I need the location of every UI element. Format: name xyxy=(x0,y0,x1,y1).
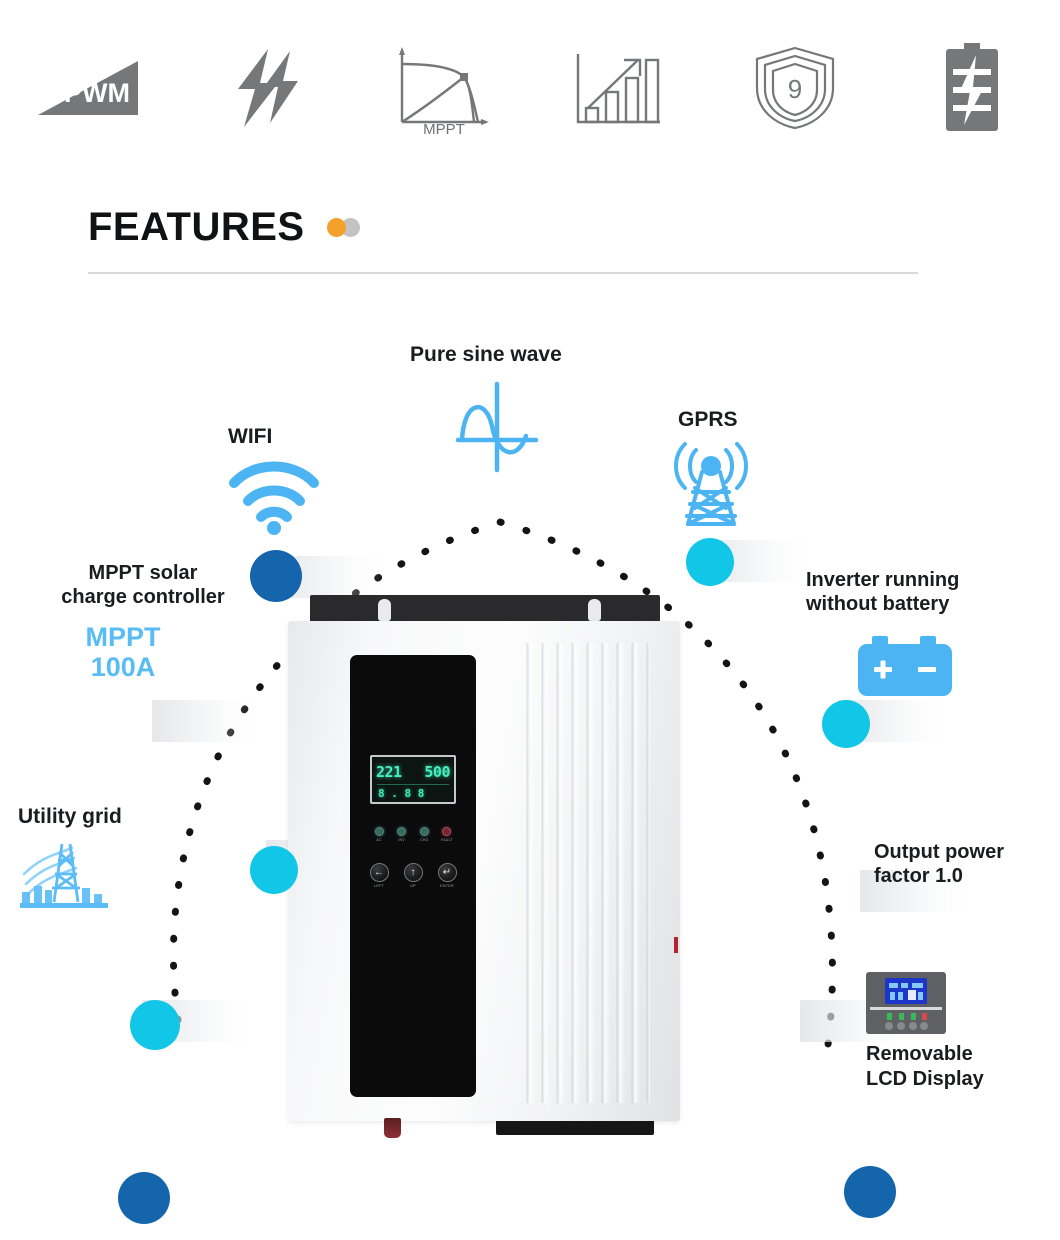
shield-9-icon-number: 9 xyxy=(788,74,802,104)
lcd-primary-row: 221 500 xyxy=(376,762,450,782)
side-red-marker xyxy=(674,937,678,953)
led-chg xyxy=(419,827,429,836)
button-enter-label: ENTER xyxy=(440,884,454,888)
spwm-icon-cell: SPWM xyxy=(0,28,177,148)
dotted-arc-path xyxy=(169,518,836,1064)
heading-divider xyxy=(88,272,918,274)
battery-bolt-icon-cell xyxy=(883,28,1060,148)
lcd-secondary-row: 8 . 8 8 xyxy=(378,787,425,800)
label-mppt-line2: charge controller xyxy=(61,585,225,608)
led-ac-wrap: AC xyxy=(370,827,388,842)
button-left-label: LEFT xyxy=(373,884,385,888)
label-lcd-line1: Removable xyxy=(866,1043,973,1065)
label-wifi: WIFI xyxy=(228,425,273,448)
button-enter[interactable]: ↵ xyxy=(437,863,457,882)
inverter-button-row: ← LEFT ↑ UP ↵ ENTER xyxy=(366,863,460,888)
inverter-led-row: AC INV CHG FAULT xyxy=(370,827,456,842)
node-shadow-output xyxy=(860,870,968,912)
button-enter-wrap[interactable]: ↵ ENTER xyxy=(434,863,460,888)
spwm-icon-text: SPWM xyxy=(46,78,130,108)
node-shadow-wifi xyxy=(152,700,256,742)
inverter-body: 221 500 8 . 8 8 AC INV xyxy=(288,621,680,1138)
button-left-wrap[interactable]: ← LEFT xyxy=(366,863,392,888)
label-output-power-factor: Output power factor 1.0 xyxy=(874,840,1054,888)
label-inv-line1: Inverter running xyxy=(806,569,960,591)
heatsink-fins xyxy=(520,643,650,1103)
shield-9-icon-cell: 9 xyxy=(707,28,884,148)
lcd-input-voltage: 221 xyxy=(376,763,402,781)
inverter-lcd-screen: 221 500 8 . 8 8 xyxy=(370,755,456,804)
button-left[interactable]: ← xyxy=(369,863,389,882)
mppt-text-icon: MPPT 100A xyxy=(48,622,198,682)
label-inverter-no-battery: Inverter running without battery xyxy=(806,568,1006,616)
mount-tab-right xyxy=(588,599,601,621)
led-fault-label: FAULT xyxy=(441,838,453,842)
label-inv-line2: without battery xyxy=(806,593,950,615)
mppt-curve-icon-cell: MPPT xyxy=(353,28,530,148)
label-utility-grid: Utility grid xyxy=(18,805,122,828)
battery-bolt-icon xyxy=(945,43,998,131)
wifi-icon xyxy=(229,461,319,535)
lcd-divider xyxy=(377,784,449,785)
led-chg-label: CHG xyxy=(420,838,429,842)
inverter-front-panel: 221 500 8 . 8 8 AC INV xyxy=(350,655,476,1097)
label-lcd-line2: LCD Display xyxy=(866,1067,984,1090)
mppt-sub-line1: MPPT xyxy=(85,622,161,652)
power-pylon-icon xyxy=(20,843,108,908)
features-diagram: 221 500 8 . 8 8 AC INV xyxy=(0,300,1060,1224)
spwm-icon: SPWM xyxy=(38,61,139,115)
features-heading: FEATURES xyxy=(88,205,360,250)
lightning-bolt-icon xyxy=(238,49,298,127)
label-opf-line1: Output power xyxy=(874,841,1004,863)
heading-dot-pair xyxy=(326,218,360,237)
label-mppt-solar: MPPT solar charge controller xyxy=(28,562,258,609)
node-output-power-factor[interactable] xyxy=(844,1166,896,1218)
heading-dot-gray xyxy=(340,218,360,237)
led-inv-wrap: INV xyxy=(393,827,411,842)
feature-icon-strip: SPWM MPPT xyxy=(0,28,1060,148)
led-fault-wrap: FAULT xyxy=(438,827,456,842)
led-inv-label: INV xyxy=(398,838,405,842)
sine-wave-icon xyxy=(455,381,539,473)
heading-dot-orange xyxy=(326,218,346,237)
lcd-output-power: 500 xyxy=(424,763,450,781)
label-opf-line2: factor 1.0 xyxy=(874,865,963,887)
mppt-curve-icon-label: MPPT xyxy=(423,121,465,134)
node-utility-grid[interactable] xyxy=(118,1172,170,1224)
dc-connector xyxy=(384,1118,401,1138)
page-title: FEATURES xyxy=(88,205,305,249)
button-up[interactable]: ↑ xyxy=(403,863,423,882)
node-wifi[interactable] xyxy=(130,1000,180,1050)
radio-tower-icon xyxy=(674,442,748,526)
node-pure-sine-wave[interactable] xyxy=(250,550,302,602)
bar-chart-growth-icon-cell xyxy=(530,28,707,148)
lcd-module-icon xyxy=(866,972,946,1034)
led-chg-wrap: CHG xyxy=(415,827,433,842)
node-mppt-solar[interactable] xyxy=(250,846,298,894)
lightning-bolt-icon-cell xyxy=(177,28,354,148)
led-inv xyxy=(397,827,407,836)
label-removable-lcd: Removable LCD Display xyxy=(866,1042,1060,1092)
button-up-label: UP xyxy=(410,884,416,888)
mppt-curve-icon: MPPT xyxy=(398,47,489,134)
label-gprs: GPRS xyxy=(678,408,738,431)
inverter-top-lid xyxy=(310,595,660,623)
button-up-wrap[interactable]: ↑ UP xyxy=(400,863,426,888)
led-ac xyxy=(374,827,384,836)
node-inverter-no-battery[interactable] xyxy=(822,700,870,748)
battery-icon xyxy=(858,636,952,696)
led-ac-label: AC xyxy=(376,838,382,842)
node-gprs[interactable] xyxy=(686,538,734,586)
label-mppt-line1: MPPT solar xyxy=(88,562,198,584)
label-pure-sine-wave: Pure sine wave xyxy=(410,343,562,366)
inverter-base-bar xyxy=(496,1121,654,1135)
bar-chart-growth-icon xyxy=(577,54,661,124)
mount-tab-left xyxy=(378,599,391,621)
inverter-product-image: 221 500 8 . 8 8 AC INV xyxy=(288,595,680,1150)
mppt-sub-line2: 100A xyxy=(90,652,156,683)
led-fault xyxy=(442,827,452,836)
shield-9-icon: 9 xyxy=(755,46,835,130)
